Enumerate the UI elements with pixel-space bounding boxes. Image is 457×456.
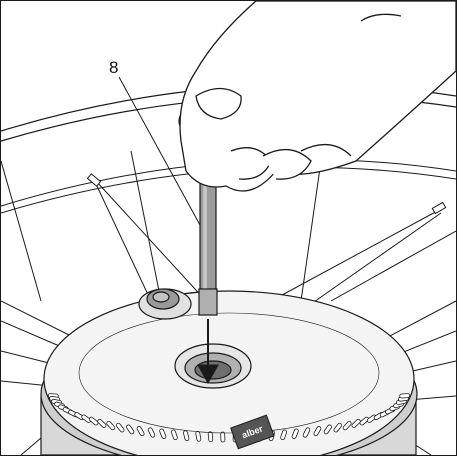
hub-slot <box>88 416 99 426</box>
hub-slot <box>136 426 145 437</box>
callout-label: 8 <box>109 58 118 77</box>
hub-slot <box>342 420 352 431</box>
hub-slot <box>207 431 214 443</box>
logo-plate: alber <box>230 414 275 450</box>
hub-slot <box>81 414 92 423</box>
insertion-arrow <box>197 319 219 385</box>
hub-slot <box>106 420 116 431</box>
hub-slot <box>313 426 322 437</box>
spoke-nipples <box>86 173 447 215</box>
hub-slot <box>302 427 311 438</box>
hub-slot <box>183 430 190 442</box>
hub-slot <box>323 424 332 435</box>
hub-slot <box>195 430 202 442</box>
hub-slot <box>171 429 178 441</box>
hub-slot <box>399 393 411 399</box>
hub-ventilation-slots <box>47 393 411 443</box>
hub-slot <box>147 427 156 438</box>
hub-slot <box>220 431 226 443</box>
hub-slot <box>126 424 135 435</box>
hub-slot <box>115 422 125 433</box>
hub <box>40 290 418 455</box>
callout-8: 8 <box>109 58 201 226</box>
hub-slot <box>333 422 343 433</box>
hub-slot <box>159 428 167 439</box>
hub-slot <box>359 416 370 426</box>
hub-slot <box>280 429 287 441</box>
hub-slot <box>97 418 107 428</box>
hub-release-button <box>138 288 192 320</box>
hand <box>179 1 456 192</box>
hub-slot <box>291 428 299 439</box>
hub-slot <box>351 418 361 428</box>
